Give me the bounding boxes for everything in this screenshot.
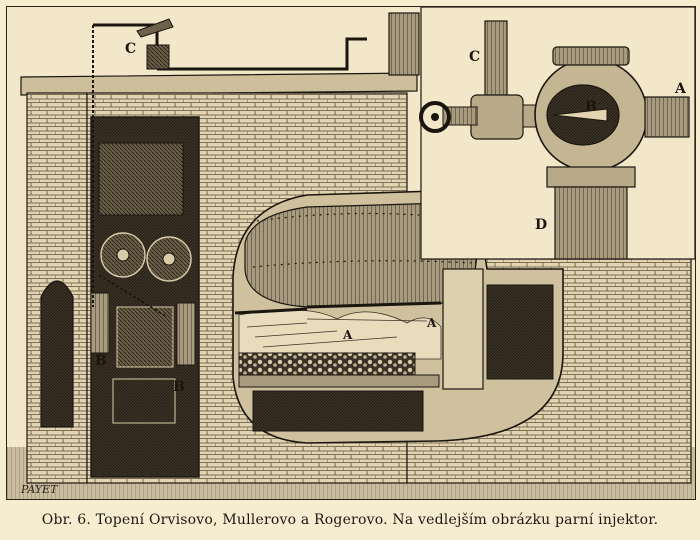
label-injector-c: C	[469, 49, 480, 65]
ash-pit	[252, 390, 424, 432]
burner-pipe-left	[234, 307, 308, 315]
injector-down-pipe-d	[554, 186, 628, 260]
label-injector-a: A	[674, 81, 687, 97]
furnace-doors	[116, 306, 174, 368]
flue-plate	[442, 268, 484, 390]
top-valve-c	[146, 44, 170, 70]
injector-flange	[546, 166, 636, 188]
label-burner-b-left: B	[95, 353, 107, 369]
handwheel-hub	[431, 113, 439, 121]
top-valve-lever	[136, 18, 174, 38]
injector-vertical-pipe-c	[484, 20, 508, 100]
boiler-front-plate	[98, 142, 184, 216]
left-gear-hub	[116, 248, 130, 262]
coal-bed	[238, 352, 416, 376]
right-gear-hub	[162, 252, 176, 266]
chain-diagonal	[98, 274, 168, 318]
arched-doorway	[40, 280, 74, 428]
label-injector-d: D	[535, 217, 547, 233]
right-burner-cylinder	[176, 302, 196, 366]
injector-outlet-a	[644, 96, 690, 138]
chimney	[388, 12, 420, 76]
injector-cone	[552, 108, 608, 122]
injector-cap	[552, 46, 630, 66]
handwheel	[419, 101, 451, 133]
label-pipe-a-left: A	[342, 328, 353, 342]
injector-valve-body	[470, 94, 524, 140]
ash-pit-door	[112, 378, 176, 424]
label-injector-b: B	[585, 99, 597, 115]
rear-flue	[486, 284, 554, 380]
engraver-signature: PAYET	[20, 483, 59, 496]
boiler-engraving: C B B A A C B A D PAYET	[6, 6, 696, 500]
burner-pipe-right	[306, 301, 442, 309]
building-top-slab	[20, 72, 418, 96]
label-pipe-a-right: A	[426, 316, 437, 330]
grate	[238, 374, 440, 388]
label-burner-b-right: B	[173, 379, 185, 395]
label-valve-c: C	[125, 41, 136, 57]
injector-side-pipe	[442, 106, 478, 126]
flame-streaks	[246, 318, 428, 348]
left-burner-cylinder	[90, 292, 110, 354]
figure-caption: Obr. 6. Topení Orvisovo, Mullerovo a Rog…	[41, 512, 659, 528]
